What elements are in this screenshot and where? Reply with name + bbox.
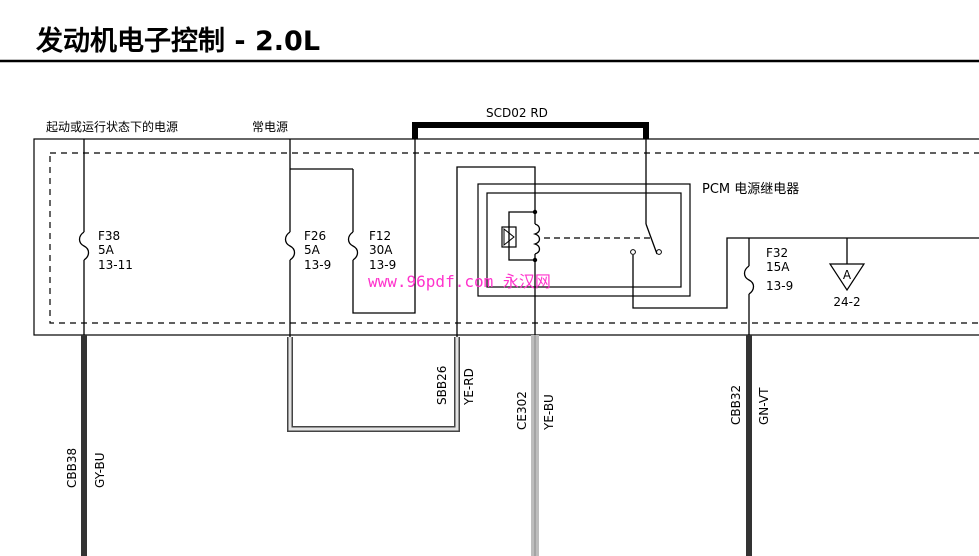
diode-box bbox=[501, 226, 517, 248]
f38-fuse-symbol bbox=[78, 231, 90, 261]
sbb26-circuit-label: SBB26 bbox=[435, 366, 449, 405]
ce302-color-label: YE-BU bbox=[542, 394, 556, 431]
sbb26-wire-outer bbox=[287, 337, 460, 432]
fuse-box-outline bbox=[33, 138, 979, 336]
f12-fuse-symbol bbox=[347, 231, 359, 261]
sbb26-wire-inner bbox=[288, 337, 459, 431]
watermark-text: www.96pdf.com 永汉网 bbox=[368, 272, 551, 291]
f32-name: F32 bbox=[766, 246, 788, 260]
supply-constant-label: 常电源 bbox=[252, 120, 288, 134]
ref-a-page: 24-2 bbox=[833, 295, 860, 309]
f26-fuse-symbol bbox=[284, 231, 296, 261]
relay-output-wire bbox=[632, 237, 979, 309]
relay-coil-feed bbox=[456, 166, 536, 337]
cbb38-color-label: GY-BU bbox=[93, 452, 107, 488]
cbb38-wire bbox=[81, 335, 87, 556]
f32-rating: 15A bbox=[766, 260, 790, 274]
switch-contact-out bbox=[630, 249, 636, 255]
f26-rating: 5A bbox=[304, 243, 321, 257]
cbb32-color-label: GN-VT bbox=[757, 387, 771, 425]
f26-ref: 13-9 bbox=[304, 258, 331, 272]
cbb38-circuit-label: CBB38 bbox=[65, 448, 79, 488]
ref-a-letter: A bbox=[843, 268, 852, 282]
ce302-circuit-label: CE302 bbox=[515, 391, 529, 430]
switch-blade bbox=[645, 223, 658, 255]
f38-name: F38 bbox=[98, 229, 120, 243]
cbb32-wire bbox=[746, 335, 752, 556]
coil-diode-loop bbox=[508, 211, 535, 261]
f32-fuse-symbol bbox=[743, 265, 755, 295]
supply-run-start-label: 起动或运行状态下的电源 bbox=[46, 119, 178, 134]
diode-icon bbox=[503, 227, 515, 247]
f12-to-bus-wire bbox=[352, 139, 416, 314]
f12-rating: 30A bbox=[369, 243, 393, 257]
coil-junction-bottom bbox=[532, 257, 538, 263]
sbb26-color-label: YE-RD bbox=[462, 368, 476, 406]
scd02-bus-bar bbox=[412, 122, 649, 139]
coil-junction-top bbox=[532, 209, 538, 215]
f38-rating: 5A bbox=[98, 243, 115, 257]
f12-ref: 13-9 bbox=[369, 258, 396, 272]
fuse-box-dashed-boundary bbox=[49, 152, 979, 324]
pcm-relay-inner bbox=[486, 192, 682, 288]
f26-name: F26 bbox=[304, 229, 326, 243]
f32-ref: 13-9 bbox=[766, 279, 793, 293]
pcm-relay-outer bbox=[477, 183, 691, 297]
bus-label: SCD02 RD bbox=[486, 106, 548, 120]
relay-coil-icon bbox=[532, 223, 541, 255]
ref-a-triangle-icon bbox=[828, 263, 866, 292]
f12-name: F12 bbox=[369, 229, 391, 243]
f38-ref: 13-11 bbox=[98, 258, 133, 272]
switch-contact-no bbox=[656, 249, 662, 255]
pcm-relay-label: PCM 电源继电器 bbox=[702, 182, 799, 197]
page-title: 发动机电子控制 - 2.0L bbox=[35, 25, 320, 57]
cbb32-circuit-label: CBB32 bbox=[729, 385, 743, 425]
